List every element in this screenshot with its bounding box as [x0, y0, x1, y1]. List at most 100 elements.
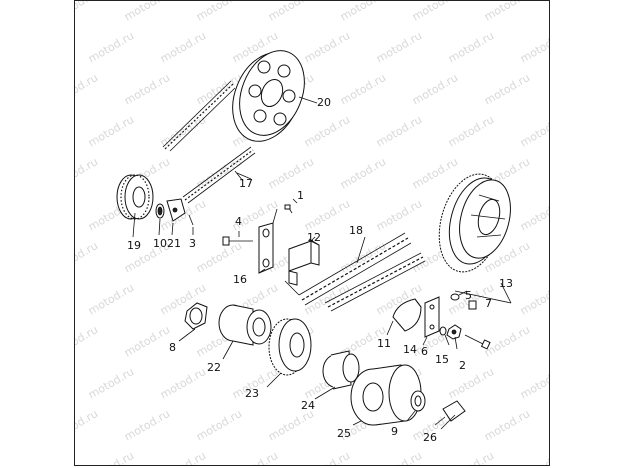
watermark-text: motod.ru: [518, 365, 550, 401]
watermark-text: motod.ru: [86, 281, 136, 317]
watermark-text: motod.ru: [122, 71, 172, 107]
watermark-text: motod.ru: [374, 449, 424, 466]
diagram-frame: motod.ru motod.ru motod.ru motod.ru motod.ru…: [74, 0, 550, 466]
watermark-text: motod.ru: [122, 323, 172, 359]
part-front-pulley: [116, 174, 154, 238]
watermark-text: motod.ru: [122, 407, 172, 443]
watermark-text: motod.ru: [75, 71, 100, 107]
part-rear-sprocket-hub: [438, 173, 511, 273]
watermark-text: motod.ru: [338, 71, 388, 107]
callout-26: 26: [423, 431, 437, 444]
watermark-text: motod.ru: [374, 113, 424, 149]
callout-18: 18: [349, 224, 363, 237]
watermark-text: motod.ru: [230, 449, 280, 466]
watermark-text: motod.ru: [75, 239, 100, 275]
watermark-text: motod.ru: [302, 449, 352, 466]
watermark-text: motod.ru: [194, 239, 244, 275]
watermark-text: motod.ru: [482, 71, 532, 107]
callout-22: 22: [207, 361, 221, 374]
watermark-text: motod.ru: [338, 155, 388, 191]
watermark-text: motod.ru: [158, 365, 208, 401]
watermark-text: motod.ru: [75, 1, 100, 24]
callout-8: 8: [169, 341, 176, 354]
watermark-text: motod.ru: [338, 1, 388, 24]
watermark-text: motod.ru: [86, 365, 136, 401]
watermark-text: motod.ru: [302, 29, 352, 65]
watermark-text: motod.ru: [75, 407, 100, 443]
callout-2: 2: [459, 359, 466, 372]
watermark-text: motod.ru: [410, 71, 460, 107]
part-hub-hardware: [450, 282, 512, 310]
callout-4: 4: [235, 215, 242, 228]
callout-21: 21: [167, 237, 181, 250]
callout-14: 14: [403, 343, 417, 356]
callout-5: 5: [465, 289, 472, 302]
callout-25: 25: [337, 427, 351, 440]
callout-1: 1: [297, 189, 304, 202]
callout-3: 3: [189, 237, 196, 250]
watermark-text: motod.ru: [158, 29, 208, 65]
part-washer-lockplate: [155, 198, 194, 236]
watermark-text: motod.ru: [194, 1, 244, 24]
part-drive-belt: [162, 80, 236, 152]
callout-13: 13: [499, 277, 513, 290]
watermark-text: motod.ru: [266, 1, 316, 24]
callout-19: 19: [127, 239, 141, 252]
callout-11: 11: [377, 337, 391, 350]
watermark-text: motod.ru: [374, 29, 424, 65]
part-bracket: [258, 208, 278, 274]
watermark-text: motod.ru: [518, 29, 550, 65]
leader-lines: [178, 96, 458, 400]
watermark-text: motod.ru: [446, 449, 496, 466]
watermark-text: motod.ru: [446, 113, 496, 149]
part-tensioner-block: [288, 236, 320, 286]
watermark-text: motod.ru: [518, 113, 550, 149]
callout-24: 24: [301, 399, 315, 412]
part-rear-pulley: [232, 50, 305, 142]
watermark-text: motod.ru: [518, 449, 550, 466]
watermark-text: motod.ru: [374, 197, 424, 233]
watermark-text: motod.ru: [122, 1, 172, 24]
part-bolt-nut-washer: [439, 324, 491, 350]
watermark-text: motod.ru: [75, 323, 100, 359]
watermark-text: motod.ru: [302, 197, 352, 233]
watermark-text: motod.ru: [158, 449, 208, 466]
callout-17: 17: [239, 177, 253, 190]
callout-6: 6: [421, 345, 428, 358]
watermark-text: motod.ru: [75, 155, 100, 191]
part-screws: [222, 198, 298, 246]
watermark-text: motod.ru: [266, 155, 316, 191]
part-chain-guide: [392, 298, 422, 332]
watermark-text: motod.ru: [302, 281, 352, 317]
callout-20: 20: [317, 96, 331, 109]
callout-labels: 20 17 1 4 12 18 19 10 21 3 16 13 5 7 8 1…: [127, 96, 513, 444]
callout-10: 10: [153, 237, 167, 250]
part-bolt-26: [434, 400, 466, 430]
watermark-text: motod.ru: [482, 407, 532, 443]
callout-7: 7: [485, 297, 492, 310]
watermark-text: motod.ru: [446, 365, 496, 401]
part-washer-9: [406, 390, 426, 422]
part-clutch-drum: [350, 364, 422, 426]
callout-15: 15: [435, 353, 449, 366]
watermark-text: motod.ru: [410, 1, 460, 24]
watermark-text: motod.ru: [86, 449, 136, 466]
watermark-text: motod.ru: [482, 1, 532, 24]
exploded-parts-diagram: motod.ru motod.ru motod.ru motod.ru motod.ru…: [75, 1, 550, 466]
watermark-text: motod.ru: [86, 113, 136, 149]
watermark-text: motod.ru: [194, 407, 244, 443]
watermark-text: motod.ru: [302, 113, 352, 149]
watermark-text: motod.ru: [158, 197, 208, 233]
part-belt-17: [182, 146, 256, 204]
watermark-text: motod.ru: [518, 197, 550, 233]
part-plate: [424, 296, 440, 338]
watermark-text: motod.ru: [482, 323, 532, 359]
part-gasket-ring: [184, 302, 208, 330]
watermark-text: motod.ru: [410, 155, 460, 191]
part-sprocket-gear: [266, 318, 312, 388]
part-chain: [284, 232, 426, 312]
callout-9: 9: [391, 425, 398, 438]
callout-23: 23: [245, 387, 259, 400]
part-clutch-hub: [218, 304, 272, 346]
part-inner-hub: [322, 350, 360, 390]
